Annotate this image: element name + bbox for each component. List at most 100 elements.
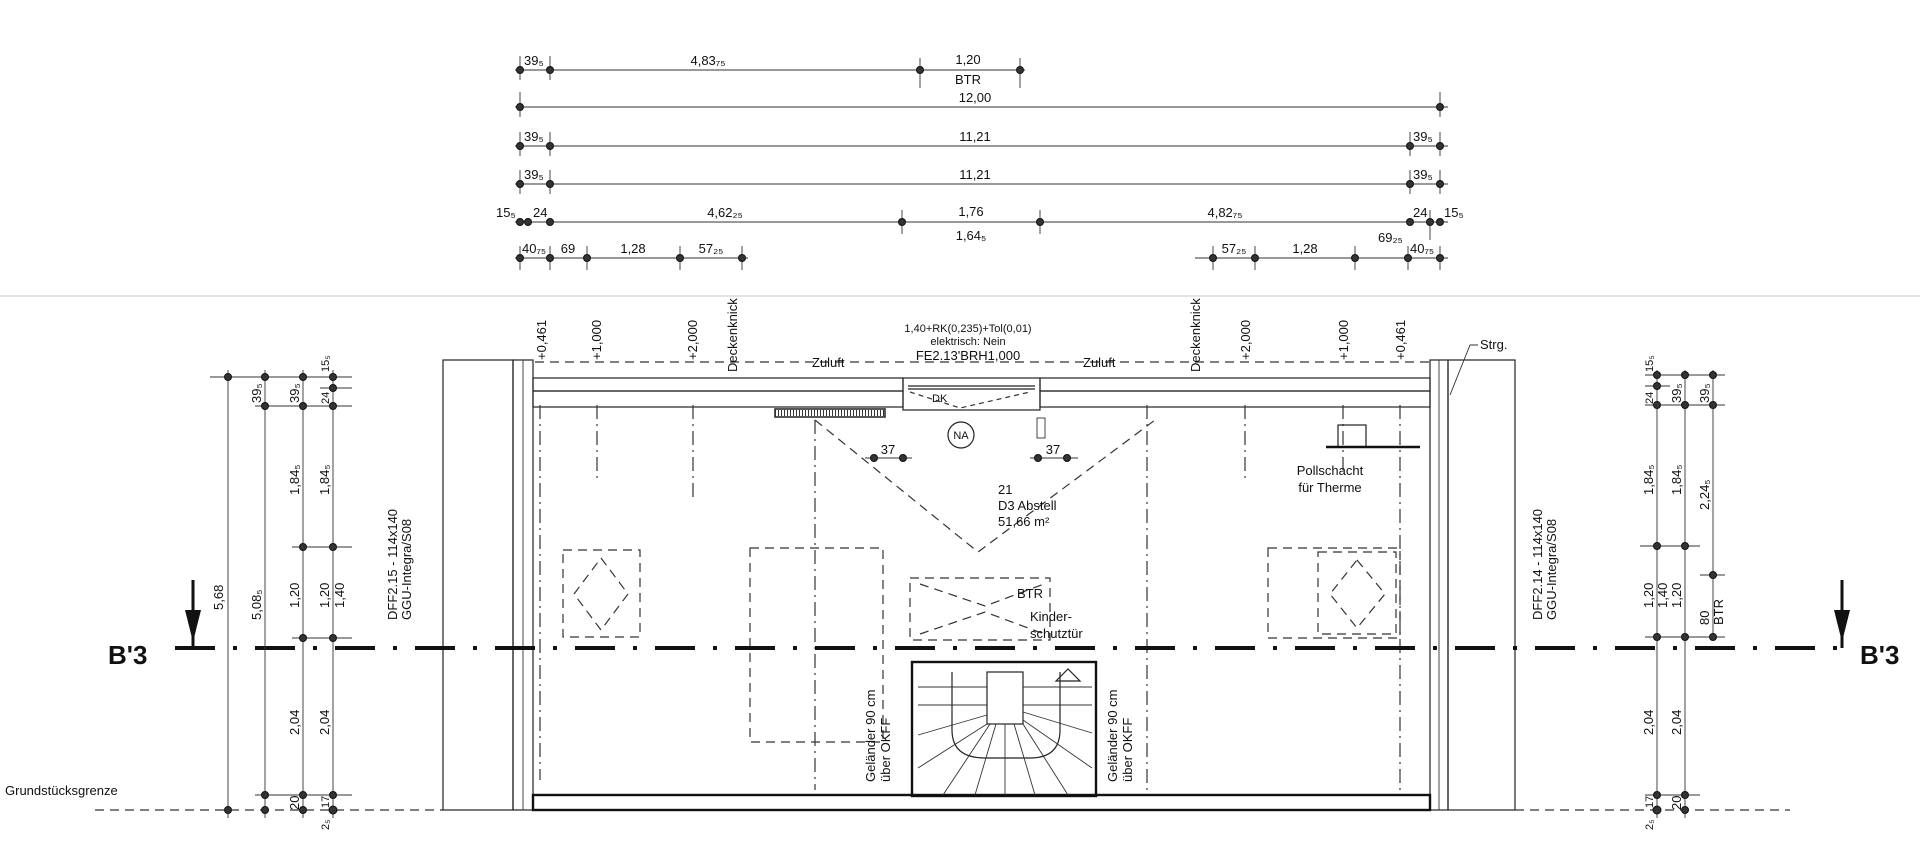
dim-label: 39₅ bbox=[524, 129, 544, 144]
dim-label: 24 bbox=[533, 205, 547, 220]
dim-label: 37 bbox=[1046, 442, 1060, 457]
dim-label: 39₅ bbox=[249, 383, 264, 403]
svg-text:B'3: B'3 bbox=[1860, 640, 1899, 670]
roof-window-label: DFF2.14 - 114x140 bbox=[1530, 509, 1545, 620]
dim-label: 17 bbox=[320, 796, 332, 808]
height-label: +2,000 bbox=[685, 320, 700, 360]
dim-point bbox=[916, 66, 924, 74]
dim-label: 2,04 bbox=[1669, 710, 1684, 735]
dim-label: 11,21 bbox=[959, 129, 991, 144]
left-roof-section bbox=[442, 359, 514, 811]
dim-point bbox=[516, 103, 524, 111]
railing-label: Geländer 90 cm bbox=[863, 690, 878, 783]
dim-point bbox=[546, 66, 554, 74]
height-label: +2,000 bbox=[1238, 320, 1253, 360]
dim-label: 1,20 bbox=[1669, 583, 1684, 608]
dim-label: 15₅ bbox=[320, 355, 332, 372]
dim-label: 2,04 bbox=[317, 710, 332, 735]
svg-text:1,40+RK(0,235)+Tol(0,01): 1,40+RK(0,235)+Tol(0,01) bbox=[904, 323, 1031, 335]
dim-label: 4,82₇₅ bbox=[1207, 205, 1242, 220]
dim-label: 24 bbox=[320, 392, 332, 404]
staircase bbox=[910, 660, 1098, 798]
room-label: 21 D3 Abstell 51,66 m² bbox=[998, 482, 1057, 529]
dim-label: BTR bbox=[1711, 599, 1726, 625]
dim-label: 1,84₅ bbox=[287, 464, 302, 495]
dim-label: 39₅ bbox=[1697, 383, 1712, 403]
dim-point bbox=[1436, 103, 1444, 111]
dim-label: 39₅ bbox=[524, 53, 544, 68]
dim-point bbox=[516, 66, 524, 74]
railing-label: Geländer 90 cm bbox=[1105, 690, 1120, 783]
dim-label: 57₂₅ bbox=[699, 241, 724, 256]
dim-label: 20 bbox=[1669, 796, 1684, 810]
dim-label: 4,83₇₅ bbox=[690, 53, 725, 68]
roof-window-label: GGU-Integra/S08 bbox=[399, 519, 414, 620]
dim-label: 15₅ bbox=[1644, 355, 1656, 372]
svg-text:B'3: B'3 bbox=[108, 640, 147, 670]
dim-label: 57₂₅ bbox=[1222, 241, 1247, 256]
section-marker-left: B'3 bbox=[108, 580, 201, 670]
dim-label: 39₅ bbox=[524, 167, 544, 182]
height-label: +0,461 bbox=[1393, 320, 1408, 360]
height-markers: +0,461 +1,000 +2,000 Deckenknick Deckenk… bbox=[534, 298, 1408, 795]
dim-label: 80 bbox=[1697, 611, 1712, 625]
roof-window-outlines bbox=[562, 547, 1401, 743]
child-gate-label: schutztür bbox=[1030, 626, 1083, 641]
strg-label: Strg. bbox=[1480, 337, 1507, 352]
dim-label: 15₅ bbox=[1444, 205, 1464, 220]
top-dimension-chains: 39₅ 4,83₇₅ 1,20 BTR 12,00 39₅ 11,21 39₅ … bbox=[496, 52, 1464, 270]
ceiling-bend-label: Deckenknick bbox=[725, 298, 740, 372]
dim-label: 1,40 bbox=[1655, 583, 1670, 608]
shaft-label: für Therme bbox=[1298, 480, 1361, 495]
railing-label: über OKFF bbox=[1120, 718, 1135, 782]
dim-label: 2₅ bbox=[320, 819, 332, 830]
dim-label: 69₂₅ bbox=[1378, 230, 1403, 245]
height-label: +1,000 bbox=[589, 320, 604, 360]
dim-label: 39₅ bbox=[1669, 383, 1684, 403]
dim-point bbox=[1016, 66, 1024, 74]
dim-label: 39₅ bbox=[1413, 167, 1433, 182]
supply-air-label: Zuluft bbox=[812, 355, 845, 370]
dim-label: 1,28 bbox=[620, 241, 645, 256]
svg-text:D3 Abstell: D3 Abstell bbox=[998, 498, 1057, 513]
dim-label: 15₅ bbox=[496, 205, 516, 220]
dim-label: 39₅ bbox=[287, 383, 302, 403]
outlet bbox=[1036, 417, 1046, 439]
shaft bbox=[1337, 424, 1367, 448]
dim-label: 5,68 bbox=[211, 585, 226, 610]
svg-text:21: 21 bbox=[998, 482, 1012, 497]
window-note: 1,40+RK(0,235)+Tol(0,01) elektrisch: Nei… bbox=[904, 323, 1031, 363]
property-line-label: Grundstücksgrenze bbox=[5, 783, 118, 798]
dim-label: 1,76 bbox=[958, 204, 983, 219]
railing-label: über OKFF bbox=[878, 718, 893, 782]
dim-label: 40₇₅ bbox=[522, 241, 546, 256]
dim-label: 2,24₅ bbox=[1697, 479, 1712, 510]
height-label: +1,000 bbox=[1336, 320, 1351, 360]
dim-label: 1,28 bbox=[1292, 241, 1317, 256]
dim-label: 1,20 bbox=[955, 52, 980, 67]
roof-window-label: DFF2.15 - 114x140 bbox=[385, 509, 400, 620]
na-label: NA bbox=[953, 430, 969, 442]
dim-label: 1,84₅ bbox=[317, 464, 332, 495]
dim-label: 11,21 bbox=[959, 167, 991, 182]
ceiling-bend-label: Deckenknick bbox=[1188, 298, 1203, 372]
dim-label: 1,84₅ bbox=[1641, 464, 1656, 495]
dim-label: 1,84₅ bbox=[1669, 464, 1684, 495]
dim-label: 40₇₅ bbox=[1410, 241, 1434, 256]
shaft-label: Pollschacht bbox=[1297, 463, 1364, 478]
svg-text:FE2.13'BRH1,000: FE2.13'BRH1,000 bbox=[916, 348, 1020, 363]
dim-label: 4,62₂₅ bbox=[707, 205, 743, 220]
dim-label: 12,00 bbox=[959, 90, 992, 105]
dim-label: 17 bbox=[1644, 796, 1656, 808]
eave-insulation bbox=[1039, 377, 1431, 392]
dim-label: 39₅ bbox=[1413, 129, 1433, 144]
dim-label: 37 bbox=[881, 442, 895, 457]
dim-label: 1,20 bbox=[287, 583, 302, 608]
dim-label: 5,08₅ bbox=[249, 589, 264, 620]
dim-label: 1,64₅ bbox=[956, 228, 987, 243]
ceiling-slope-lines bbox=[814, 419, 1156, 553]
window bbox=[902, 377, 1041, 411]
left-dimension-chains: 5,68 39₅ 5,08₅ 39₅ 1,84₅ 1,20 2,04 20 15… bbox=[210, 355, 352, 830]
dim-label: 24 bbox=[1644, 392, 1656, 404]
